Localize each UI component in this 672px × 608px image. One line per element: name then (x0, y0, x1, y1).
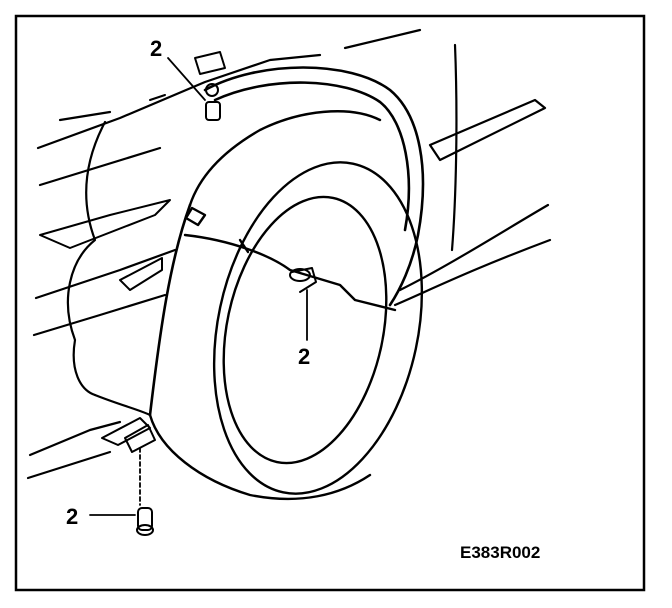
figure-code: E383R002 (460, 543, 540, 562)
callout-label-top: 2 (150, 36, 162, 61)
tyre (212, 161, 424, 495)
wheel-arch (148, 66, 425, 417)
callout-label-bottom: 2 (66, 504, 78, 529)
fastener-middle (289, 267, 317, 293)
leader-top (167, 57, 206, 101)
leader-lines (89, 57, 308, 516)
callout-label-middle: 2 (298, 344, 310, 369)
fastener-bottom (124, 424, 156, 536)
figure-frame (14, 14, 646, 592)
fender-liner (148, 110, 397, 501)
fastener-top (149, 51, 226, 121)
side-body-lines (343, 28, 552, 307)
car-body-lines (26, 53, 322, 480)
